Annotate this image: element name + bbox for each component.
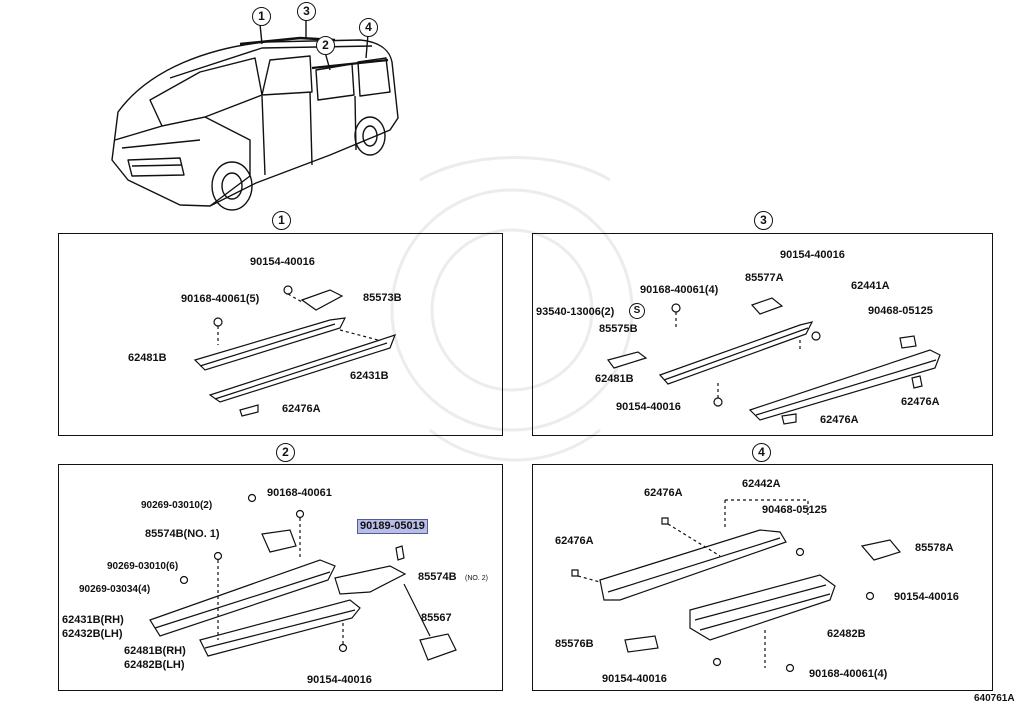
part-label[interactable]: 90468-05125 (762, 504, 827, 516)
part-label[interactable]: 62432B(LH) (62, 628, 123, 640)
part-label[interactable]: 90154-40016 (602, 673, 667, 685)
part-label[interactable]: 85574B(NO. 1) (145, 528, 220, 540)
part-label[interactable]: 62476A (555, 535, 594, 547)
part-label[interactable]: 93540-13006(2) (536, 306, 615, 318)
part-label[interactable]: 90154-40016 (616, 401, 681, 413)
part-label[interactable]: 85567 (421, 612, 452, 624)
part-label[interactable]: 62481B(RH) (124, 645, 186, 657)
panel-4-header: 4 (752, 443, 771, 462)
part-label-note: (NO. 2) (465, 575, 488, 582)
part-label[interactable]: 62476A (820, 414, 859, 426)
part-label[interactable]: 62441A (851, 280, 890, 292)
part-label[interactable]: 62431B (350, 370, 389, 382)
panel-3 (532, 233, 993, 436)
s-mark: S (629, 303, 645, 319)
panel-1-header: 1 (272, 211, 291, 230)
part-label[interactable]: 90168-40061(5) (181, 293, 260, 305)
callout-1[interactable]: 1 (252, 7, 271, 26)
part-label[interactable]: 85577A (745, 272, 784, 284)
callout-2[interactable]: 2 (316, 36, 335, 55)
part-label[interactable]: 62431B(RH) (62, 614, 124, 626)
part-label[interactable]: 90269-03010(6) (107, 561, 179, 572)
part-label[interactable]: 85578A (915, 542, 954, 554)
part-label[interactable]: 62481B (595, 373, 634, 385)
part-label[interactable]: 90168-40061(4) (640, 284, 719, 296)
part-label[interactable]: 62476A (644, 487, 683, 499)
part-label[interactable]: 90269-03010(2) (141, 500, 213, 511)
part-label[interactable]: 90468-05125 (868, 305, 933, 317)
part-label[interactable]: 90168-40061 (267, 487, 332, 499)
part-label[interactable]: 85575B (599, 323, 638, 335)
part-label[interactable]: 62482B (827, 628, 866, 640)
part-label[interactable]: 62481B (128, 352, 167, 364)
part-label[interactable]: 90154-40016 (780, 249, 845, 261)
panel-3-header: 3 (754, 211, 773, 230)
panel-2 (58, 464, 503, 691)
part-label[interactable]: 62482B(LH) (124, 659, 185, 671)
part-label[interactable]: 62442A (742, 478, 781, 490)
part-label[interactable]: 85576B (555, 638, 594, 650)
figure-code: 640761A (974, 693, 1015, 704)
part-label[interactable]: 90154-40016 (307, 674, 372, 686)
part-label[interactable]: 90154-40016 (250, 256, 315, 268)
part-label[interactable]: 90154-40016 (894, 591, 959, 603)
part-label[interactable]: 85574B (418, 571, 457, 583)
part-label[interactable]: 62476A (901, 396, 940, 408)
part-label[interactable]: 62476A (282, 403, 321, 415)
callout-3[interactable]: 3 (297, 2, 316, 21)
part-label[interactable]: 90269-03034(4) (79, 584, 151, 595)
part-label[interactable]: 85573B (363, 292, 402, 304)
panel-1 (58, 233, 503, 436)
panel-2-header: 2 (276, 443, 295, 462)
callout-4[interactable]: 4 (359, 18, 378, 37)
highlighted-part-label[interactable]: 90189-05019 (357, 519, 428, 534)
part-label[interactable]: 90168-40061(4) (809, 668, 888, 680)
panel-4 (532, 464, 993, 691)
